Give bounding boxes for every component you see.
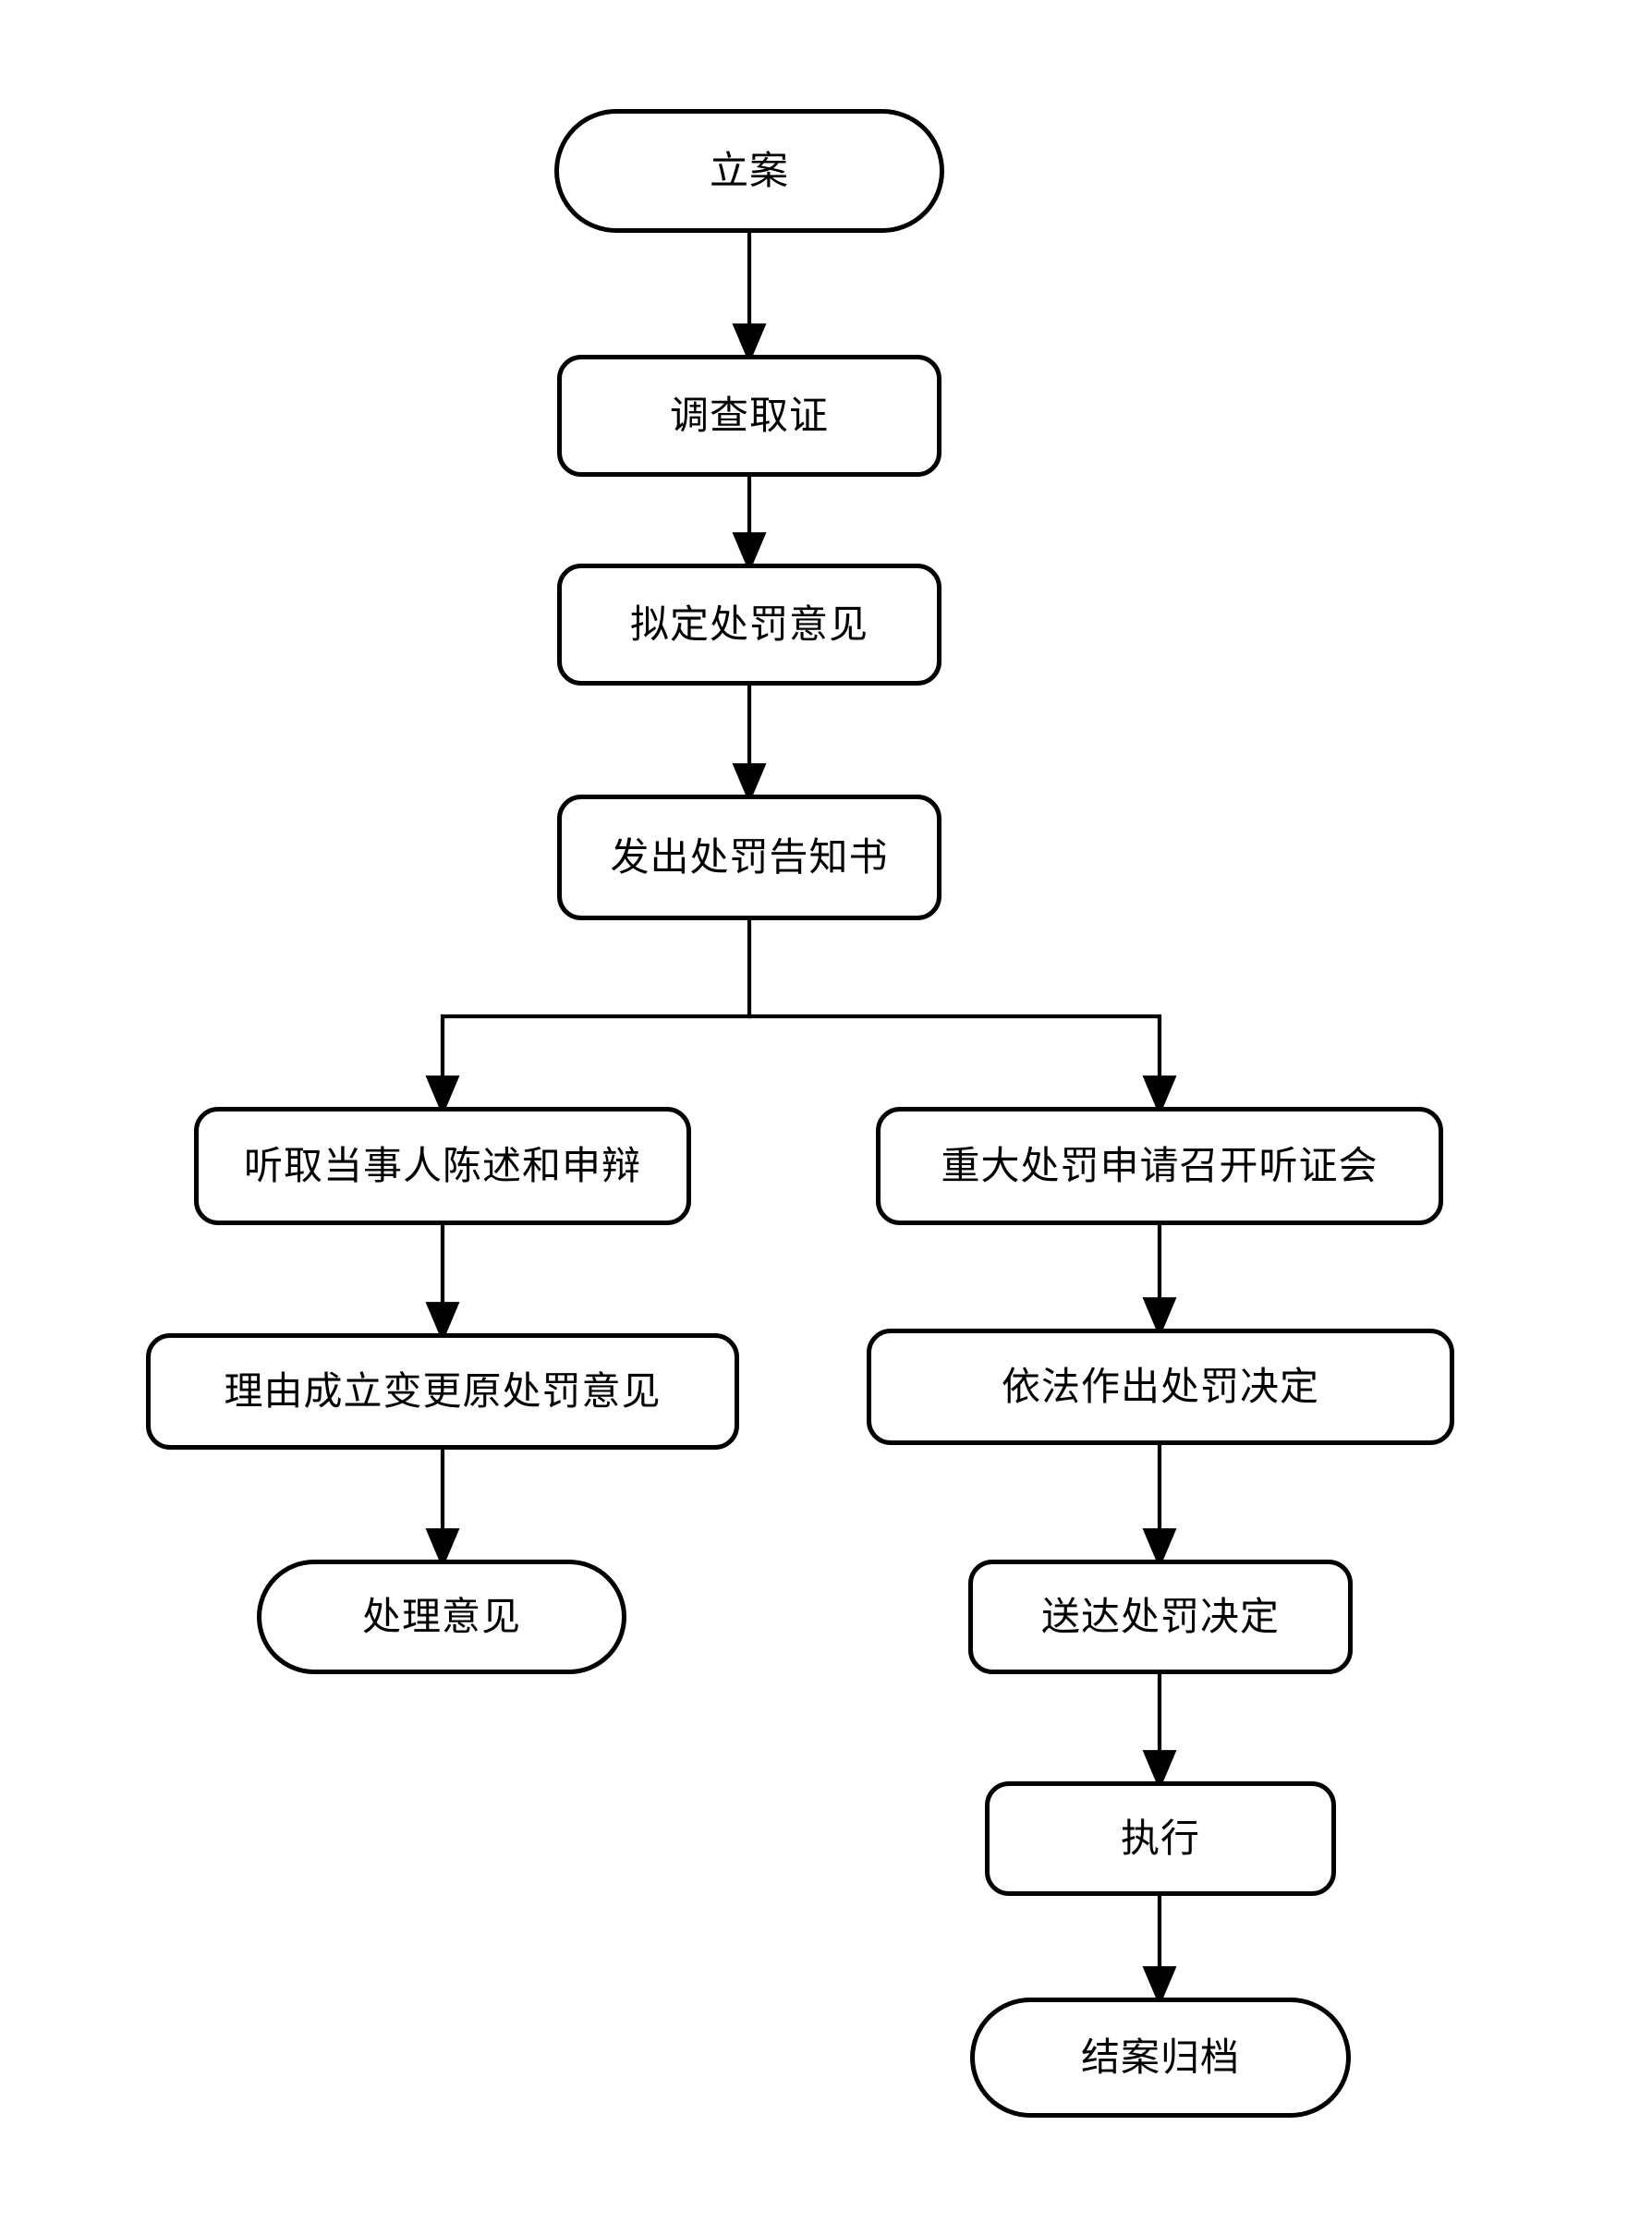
node-label: 依法作出处罚决定 xyxy=(1001,1364,1319,1409)
node-process-execute[interactable]: 执行 xyxy=(985,1781,1336,1896)
node-label: 发出处罚告知书 xyxy=(610,834,889,880)
node-label: 送达处罚决定 xyxy=(1040,1594,1280,1639)
node-label: 立案 xyxy=(709,148,789,193)
node-terminator-filing[interactable]: 立案 xyxy=(554,109,944,233)
edge-发出处罚告知书-重大处罚申请召开听证会 xyxy=(749,1014,1177,1116)
node-label: 拟定处罚意见 xyxy=(629,601,869,647)
node-process-issue-penalty-notice[interactable]: 发出处罚告知书 xyxy=(557,795,941,920)
node-process-major-penalty-hearing-request[interactable]: 重大处罚申请召开听证会 xyxy=(876,1107,1443,1225)
node-terminator-handling-opinion[interactable]: 处理意见 xyxy=(257,1560,626,1674)
node-label: 理由成立变更原处罚意见 xyxy=(224,1368,662,1414)
node-process-serve-penalty-decision[interactable]: 送达处罚决定 xyxy=(968,1560,1353,1674)
node-process-hear-party-statement[interactable]: 听取当事人陈述和申辩 xyxy=(194,1107,691,1225)
edge-发出处罚告知书-听取当事人陈述和申辩 xyxy=(425,920,752,1116)
node-label: 调查取证 xyxy=(669,393,829,438)
node-label: 重大处罚申请召开听证会 xyxy=(941,1143,1379,1188)
node-label: 听取当事人陈述和申辩 xyxy=(243,1143,641,1188)
node-process-draft-penalty-opinion[interactable]: 拟定处罚意见 xyxy=(557,564,941,686)
node-label: 处理意见 xyxy=(361,1594,521,1639)
node-terminator-close-and-archive[interactable]: 结案归档 xyxy=(970,1998,1351,2118)
node-process-make-penalty-decision[interactable]: 依法作出处罚决定 xyxy=(867,1329,1454,1445)
node-process-investigation[interactable]: 调查取证 xyxy=(557,355,941,477)
node-process-modify-original-penalty-opinion[interactable]: 理由成立变更原处罚意见 xyxy=(146,1333,739,1450)
node-label: 执行 xyxy=(1120,1816,1200,1861)
node-label: 结案归档 xyxy=(1080,2035,1240,2080)
